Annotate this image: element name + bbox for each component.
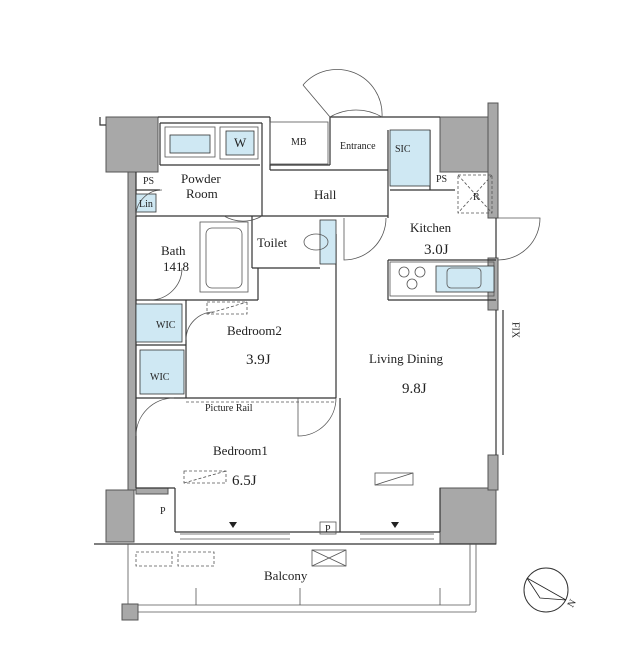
label-fix: FIX [510,322,521,339]
outer-walls [94,116,504,545]
label-powder-room-2: Room [186,186,218,201]
label-ps-left: PS [143,176,154,187]
label-bath: Bath [161,243,186,258]
label-lin: Lin [139,199,153,210]
label-living-dining: Living Dining [369,351,444,366]
label-wic-lower: WIC [150,372,170,383]
label-living-dining-size: 9.8J [402,381,427,397]
label-hall: Hall [314,187,337,202]
label-sic: SIC [395,144,411,155]
label-toilet: Toilet [257,235,288,250]
label-entrance: Entrance [340,141,376,152]
compass-icon: N [523,567,579,613]
interior-walls [136,117,496,532]
label-bedroom2-size: 3.9J [246,352,271,368]
label-balcony: Balcony [264,568,308,583]
doors [135,69,541,437]
balcony [121,544,477,621]
label-powder-room-1: Powder [181,171,221,186]
label-kitchen: Kitchen [410,220,452,235]
label-bath-size: 1418 [163,259,189,274]
label-kitchen-size: 3.0J [424,242,449,258]
label-p-bottom: P [325,524,331,535]
label-w: W [234,135,247,150]
label-mb: MB [291,137,307,148]
label-bedroom1: Bedroom1 [213,443,268,458]
room-labels: Powder Room W MB Entrance SIC PS PS Lin … [139,135,521,583]
label-r: R [473,192,480,203]
label-picture-rail: Picture Rail [205,403,253,414]
label-wic-upper: WIC [156,320,176,331]
structural-walls [105,102,499,545]
compass-north-label: N [566,598,579,610]
label-bedroom1-size: 6.5J [232,473,257,489]
label-bedroom2: Bedroom2 [227,323,282,338]
label-ps-right: PS [436,174,447,185]
label-p-left: P [160,506,166,517]
windows [180,522,434,540]
